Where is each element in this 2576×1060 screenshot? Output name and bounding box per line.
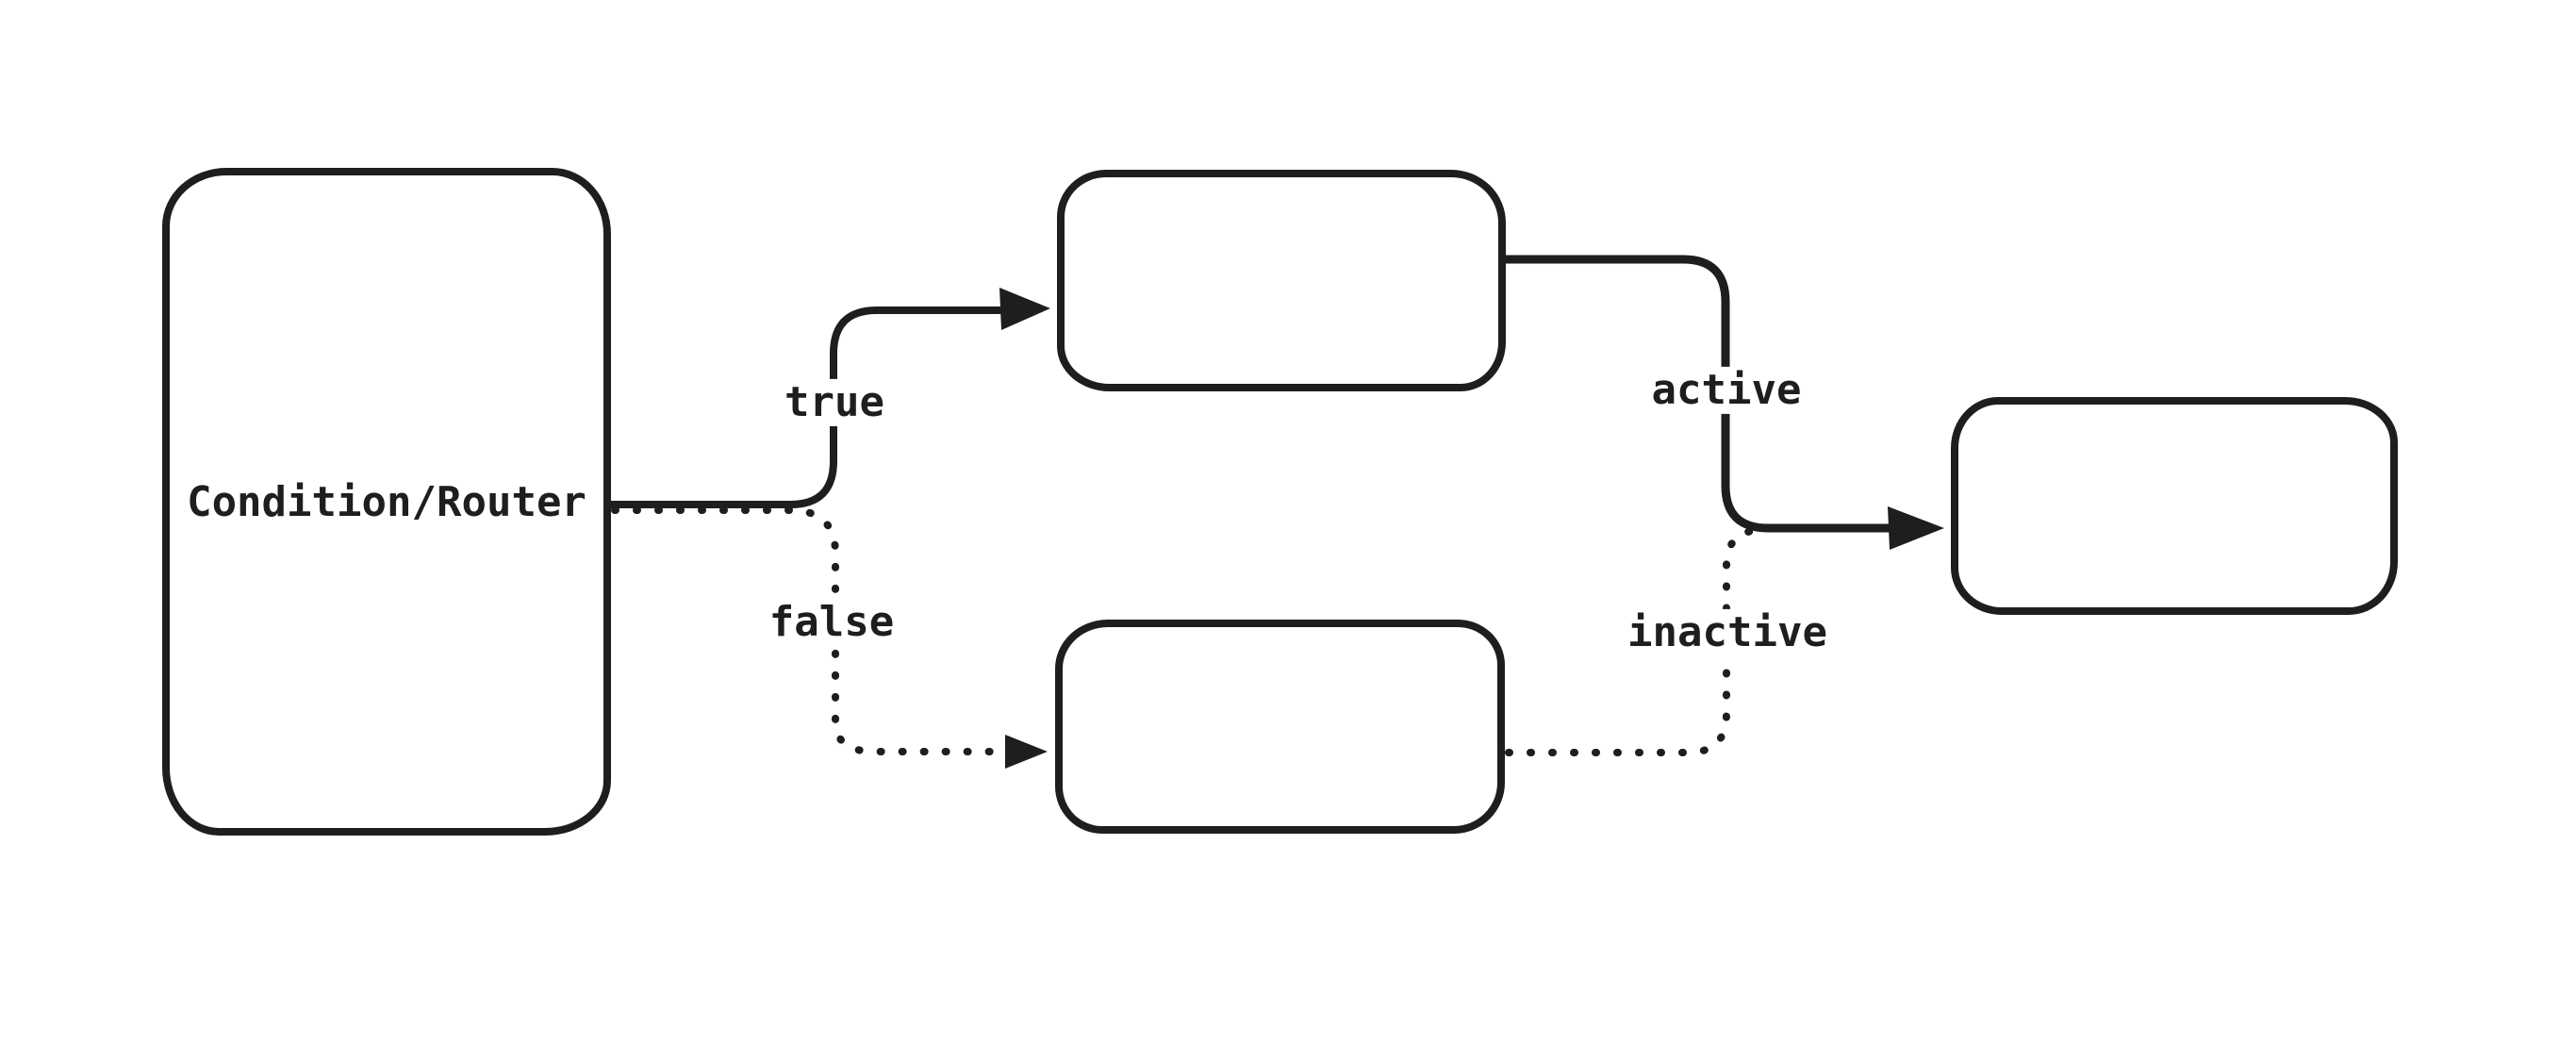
node-false-branch xyxy=(1055,620,1505,834)
edge-label-inactive: inactive xyxy=(1618,608,1837,657)
edge-label-true: true xyxy=(775,378,894,427)
arrowhead-active xyxy=(1888,506,1944,550)
edge-label-false: false xyxy=(759,598,904,647)
arrowhead-false xyxy=(1005,735,1048,769)
node-true-branch xyxy=(1057,170,1506,391)
edge-inactive-line xyxy=(1505,526,1763,756)
node-condition-router-label: Condition/Router xyxy=(187,477,586,526)
node-condition-router: Condition/Router xyxy=(162,168,611,836)
node-result xyxy=(1951,397,2398,615)
arrowhead-true xyxy=(999,288,1050,330)
edge-false-line xyxy=(611,506,1005,755)
edge-label-active: active xyxy=(1642,366,1811,415)
